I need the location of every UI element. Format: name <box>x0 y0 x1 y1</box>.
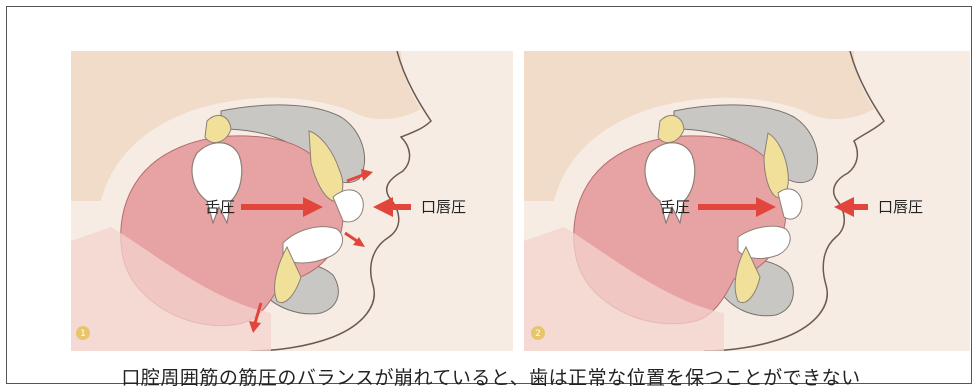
figure-caption: 口腔周囲筋の筋圧のバランスが崩れていると、歯は正常な位置を保つことができない <box>1 363 980 390</box>
figure-frame: 舌圧 口唇圧 1 舌圧 <box>6 6 972 384</box>
panel-number: 1 <box>80 329 86 339</box>
panel-number: 2 <box>535 329 541 339</box>
diagram-panel-2: 舌圧 口唇圧 2 <box>524 51 970 351</box>
tongue-pressure-label: 舌圧 <box>660 198 690 216</box>
lip-pressure-label: 口唇圧 <box>878 198 923 216</box>
tongue-pressure-label: 舌圧 <box>205 198 235 216</box>
diagram-panel-1: 舌圧 口唇圧 1 <box>71 51 513 351</box>
mouth-illustration-2: 舌圧 口唇圧 2 <box>524 51 970 351</box>
mouth-illustration-1: 舌圧 口唇圧 1 <box>71 51 513 351</box>
lip-pressure-label: 口唇圧 <box>421 198 466 216</box>
